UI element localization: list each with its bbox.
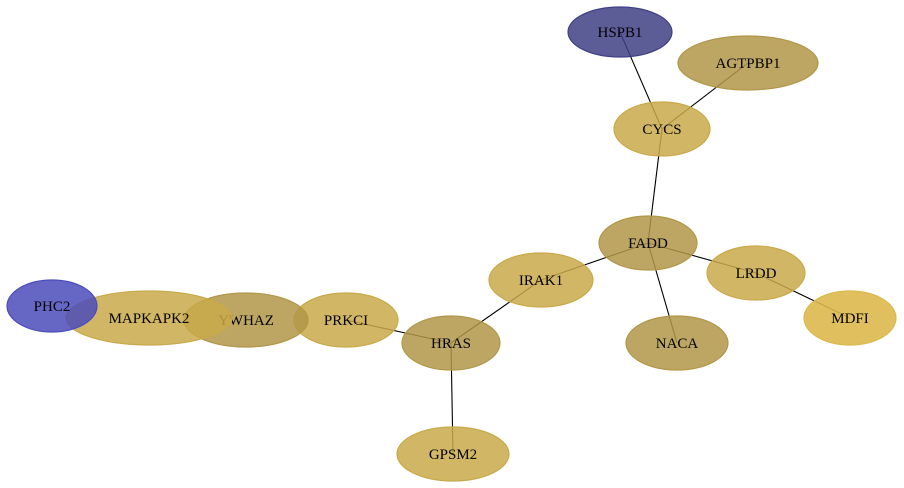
node-irak1-ellipse (488, 252, 594, 308)
node-agtpbp1[interactable]: AGTPBP1 (677, 35, 819, 91)
node-gpsm2-ellipse (396, 426, 510, 482)
node-prkci[interactable]: PRKCI (293, 292, 399, 348)
node-phc2-ellipse (6, 279, 98, 333)
node-cycs-ellipse (613, 101, 711, 157)
node-gpsm2[interactable]: GPSM2 (396, 426, 510, 482)
node-naca[interactable]: NACA (625, 315, 729, 371)
node-mapkapk2-label: MAPKAPK2 (109, 311, 190, 327)
node-irak1[interactable]: IRAK1 (488, 252, 594, 308)
node-irak1-label: IRAK1 (519, 273, 563, 289)
node-cycs-label: CYCS (642, 122, 681, 138)
node-fadd-ellipse (598, 215, 698, 271)
node-lrdd-ellipse (706, 245, 806, 301)
node-mdfi-label: MDFI (831, 311, 869, 327)
node-fadd[interactable]: FADD (598, 215, 698, 271)
node-prkci-label: PRKCI (324, 313, 368, 329)
node-hras[interactable]: HRAS (401, 315, 501, 371)
node-agtpbp1-label: AGTPBP1 (715, 56, 780, 72)
node-hspb1[interactable]: HSPB1 (567, 6, 673, 58)
node-lrdd-label: LRDD (736, 266, 777, 282)
node-hras-label: HRAS (431, 336, 471, 352)
node-phc2[interactable]: PHC2 (6, 279, 98, 333)
edge-layer (345, 31, 851, 455)
node-hspb1-label: HSPB1 (597, 25, 642, 41)
node-cycs[interactable]: CYCS (613, 101, 711, 157)
node-mdfi-ellipse (803, 290, 897, 346)
node-gpsm2-label: GPSM2 (429, 447, 477, 463)
node-mdfi[interactable]: MDFI (803, 290, 897, 346)
node-naca-ellipse (625, 315, 729, 371)
node-agtpbp1-ellipse (677, 35, 819, 91)
node-lrdd[interactable]: LRDD (706, 245, 806, 301)
node-hras-ellipse (401, 315, 501, 371)
node-hspb1-ellipse (567, 6, 673, 58)
node-phc2-label: PHC2 (34, 299, 71, 315)
node-naca-label: NACA (656, 336, 699, 352)
node-fadd-label: FADD (628, 236, 668, 252)
